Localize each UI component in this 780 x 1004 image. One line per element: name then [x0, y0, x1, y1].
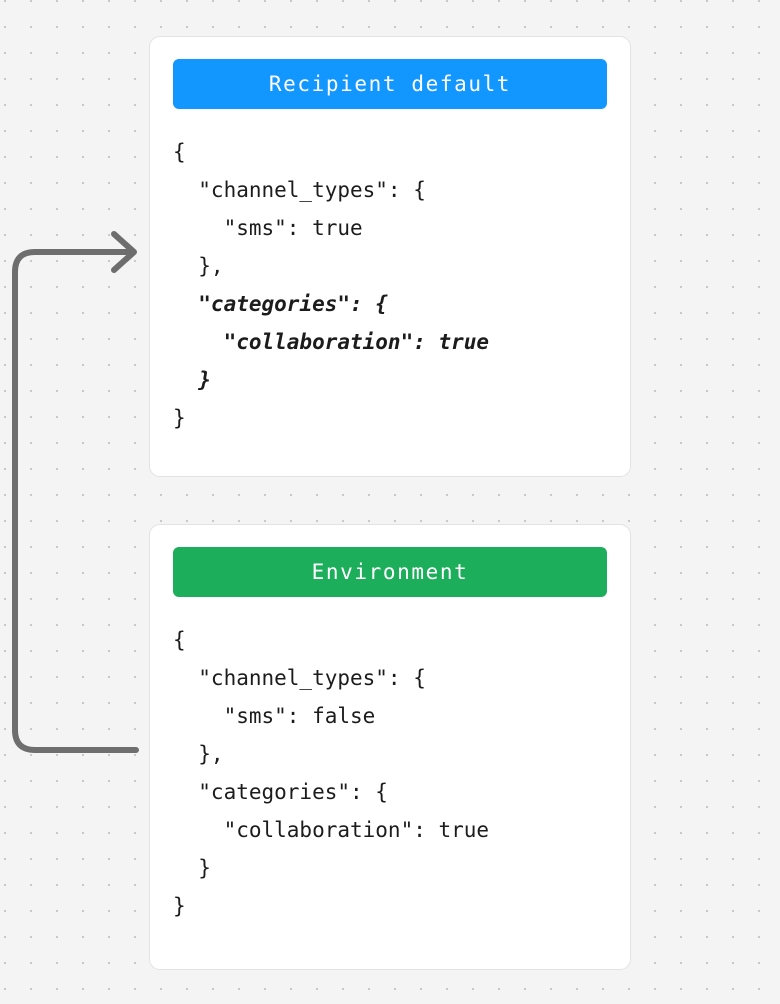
recipient-default-card[interactable]: Recipient default { "channel_types": { "… [149, 36, 631, 477]
code-line: }, [173, 742, 224, 766]
arrow-head-icon [111, 231, 137, 273]
code-line: "categories": { [173, 780, 388, 804]
code-line: "channel_types": { [173, 666, 426, 690]
code-line: { [173, 628, 186, 652]
code-line: "sms": true [173, 216, 363, 240]
code-line: "sms": false [173, 704, 376, 728]
recipient-default-json: { "channel_types": { "sms": true }, "cat… [173, 133, 607, 437]
code-line: "channel_types": { [173, 178, 426, 202]
environment-badge: Environment [173, 547, 607, 597]
code-line: } [173, 368, 211, 392]
environment-json: { "channel_types": { "sms": false }, "ca… [173, 621, 607, 925]
code-line: }, [173, 254, 224, 278]
code-line: } [173, 894, 186, 918]
code-line: "collaboration": true [173, 330, 490, 354]
environment-card[interactable]: Environment { "channel_types": { "sms": … [149, 524, 631, 970]
code-line: } [173, 406, 186, 430]
code-line: } [173, 856, 211, 880]
code-line: "collaboration": true [173, 818, 490, 842]
code-line: "categories": { [173, 292, 388, 316]
recipient-default-badge: Recipient default [173, 59, 607, 109]
arrow-path [12, 249, 139, 753]
code-line: { [173, 140, 186, 164]
